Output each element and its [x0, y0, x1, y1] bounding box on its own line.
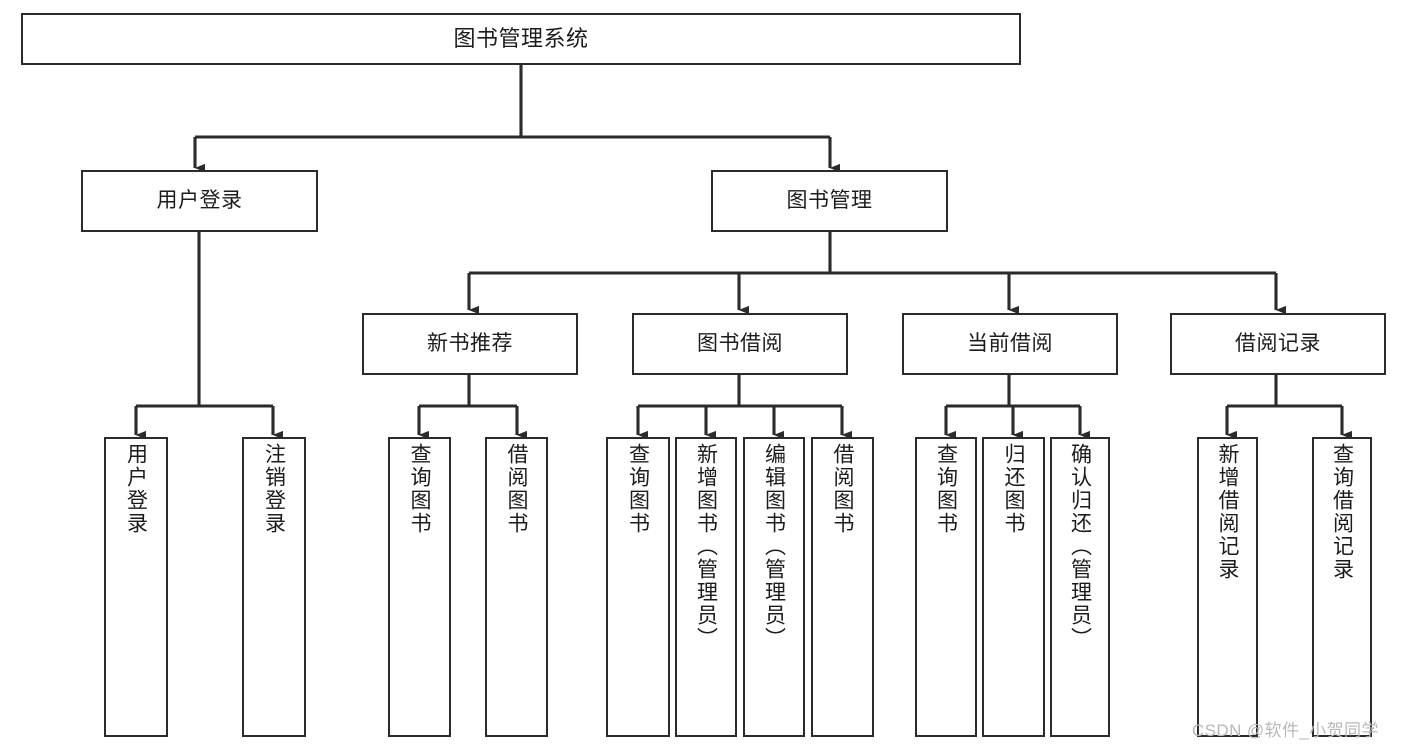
node-leaf-edit-book[interactable]: 编辑图书（管理员）	[743, 437, 805, 737]
node-leaf-add-book[interactable]: 新增图书（管理员）	[675, 437, 737, 737]
node-leaf-query-record[interactable]: 查询借阅记录	[1312, 437, 1372, 737]
node-label: 借阅记录	[1235, 332, 1321, 356]
node-label: 当前借阅	[967, 332, 1053, 356]
node-label: 图书管理	[786, 189, 873, 213]
node-label: 借阅图书	[831, 443, 855, 535]
node-label: 查询借阅记录	[1330, 443, 1354, 581]
node-leaf-borrow-book-2[interactable]: 借阅图书	[811, 437, 874, 737]
csdn-watermark: CSDN @软件_小贺同学	[1192, 721, 1379, 740]
node-label: 查询图书	[934, 443, 958, 535]
node-label: 新书推荐	[427, 332, 513, 356]
node-user-login[interactable]: 用户登录	[81, 170, 318, 232]
node-leaf-add-record[interactable]: 新增借阅记录	[1197, 437, 1258, 737]
node-label: 注销登录	[262, 443, 286, 535]
node-leaf-return-book[interactable]: 归还图书	[982, 437, 1045, 737]
node-label: 用户登录	[156, 189, 243, 213]
node-label: 编辑图书（管理员）	[762, 443, 786, 650]
node-label: 用户登录	[124, 443, 148, 535]
node-borrow-record[interactable]: 借阅记录	[1170, 313, 1386, 375]
node-label: 查询图书	[408, 443, 432, 535]
node-label: 新增图书（管理员）	[694, 443, 718, 650]
node-leaf-user-logout[interactable]: 注销登录	[242, 437, 306, 737]
node-book-manage[interactable]: 图书管理	[711, 170, 948, 232]
node-leaf-confirm-return[interactable]: 确认归还（管理员）	[1050, 437, 1110, 737]
node-label: 查询图书	[626, 443, 650, 535]
node-label: 图书借阅	[697, 332, 783, 356]
node-label: 新增借阅记录	[1216, 443, 1240, 581]
node-leaf-query-book-3[interactable]: 查询图书	[915, 437, 977, 737]
node-current-borrow[interactable]: 当前借阅	[902, 313, 1118, 375]
node-label: 图书管理系统	[453, 25, 589, 51]
node-leaf-query-book-2[interactable]: 查询图书	[606, 437, 670, 737]
node-leaf-user-login[interactable]: 用户登录	[104, 437, 168, 737]
node-root-book-management-system[interactable]: 图书管理系统	[21, 13, 1021, 65]
node-new-book-rec[interactable]: 新书推荐	[362, 313, 578, 375]
node-label: 借阅图书	[505, 443, 529, 535]
node-leaf-borrow-book-1[interactable]: 借阅图书	[485, 437, 548, 737]
node-label: 确认归还（管理员）	[1068, 443, 1092, 650]
node-label: 归还图书	[1002, 443, 1026, 535]
node-leaf-query-book-1[interactable]: 查询图书	[388, 437, 451, 737]
node-book-borrow[interactable]: 图书借阅	[632, 313, 848, 375]
